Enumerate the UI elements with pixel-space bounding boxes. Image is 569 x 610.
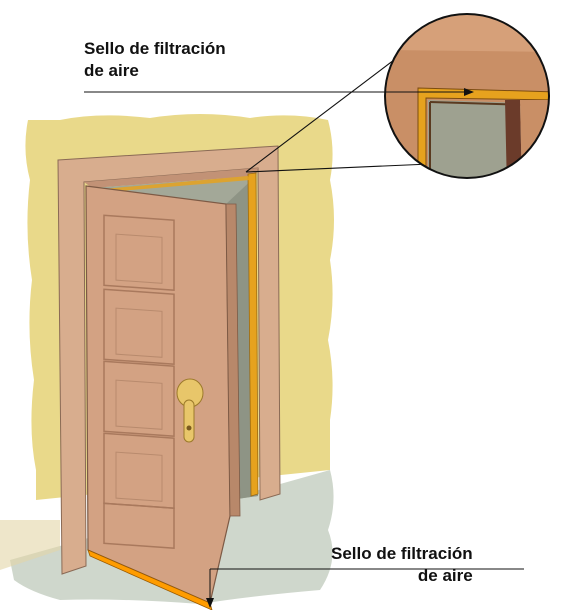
- leader-arrow-top: [464, 88, 474, 96]
- frame-seal-strip: [247, 172, 259, 497]
- label-air-seal-bottom: Sello de filtración de aire: [331, 543, 473, 587]
- label-air-seal-bottom-line2: de aire: [417, 566, 473, 585]
- door-panel-ornaments: [115, 233, 163, 502]
- wall-corner: [0, 520, 60, 570]
- magnifier-ring: [384, 13, 550, 179]
- door-bottom-seal: [87, 549, 213, 610]
- label-air-seal-top: Sello de filtración de aire: [84, 38, 226, 82]
- door-leaf: [85, 185, 231, 604]
- magnifier-circle: [385, 14, 549, 178]
- door-handle-icon: [176, 378, 204, 443]
- door-panels: [103, 214, 175, 549]
- door-frame-top: [84, 168, 258, 188]
- label-air-seal-top-line1: Sello de filtración: [84, 39, 226, 58]
- leader-arrow-bottom: [206, 598, 214, 608]
- frame-seal-strip-top: [92, 176, 250, 193]
- label-air-seal-bottom-line1: Sello de filtración: [331, 544, 473, 563]
- label-air-seal-top-line2: de aire: [84, 61, 139, 80]
- door-leaf-edge: [225, 203, 241, 517]
